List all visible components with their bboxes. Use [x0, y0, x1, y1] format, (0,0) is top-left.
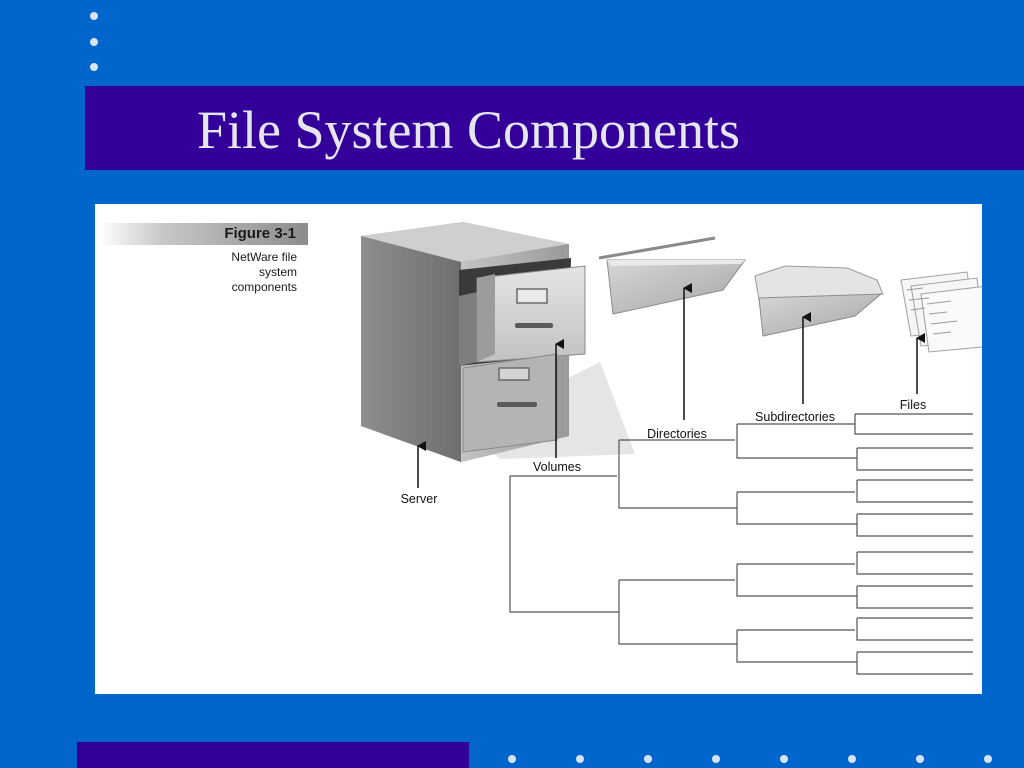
decorative-dot: [90, 12, 98, 20]
volumes-label: Volumes: [533, 460, 581, 474]
subdirectories-label: Subdirectories: [755, 410, 835, 424]
decorative-dot: [712, 755, 720, 763]
figure-caption-line: NetWare file: [231, 250, 297, 264]
figure-panel: Figure 3-1 NetWare file system component…: [95, 204, 982, 694]
decorative-dot: [848, 755, 856, 763]
decorative-dot: [984, 755, 992, 763]
files-label: Files: [900, 398, 926, 412]
decorative-dot: [576, 755, 584, 763]
decorative-dot: [780, 755, 788, 763]
slide-title: File System Components: [197, 100, 741, 160]
decorative-dot: [508, 755, 516, 763]
hierarchy-tree: [509, 413, 973, 675]
figure-label: Figure 3-1: [224, 225, 296, 242]
directories-label: Directories: [647, 427, 707, 441]
file-cabinet-icon: [361, 222, 635, 462]
hanging-folder-icon: [598, 236, 746, 315]
figure-caption-line: system: [258, 265, 297, 279]
decorative-dot: [90, 38, 98, 46]
decorative-dot: [644, 755, 652, 763]
title-bar: File System Components: [85, 86, 1024, 170]
figure-tab: Figure 3-1: [99, 223, 308, 245]
bottom-bar: [77, 742, 469, 768]
figure-caption: NetWare file system components: [185, 250, 297, 295]
server-label: Server: [401, 492, 438, 506]
file-system-diagram: Server Volumes Directories Subdirectorie…: [361, 222, 982, 675]
pointer-arrows: [417, 283, 925, 488]
folder-icon: [754, 265, 884, 337]
file-pages-icon: [900, 271, 982, 353]
decorative-dot: [90, 63, 98, 71]
decorative-dot: [916, 755, 924, 763]
figure-caption-line: components: [231, 280, 297, 294]
